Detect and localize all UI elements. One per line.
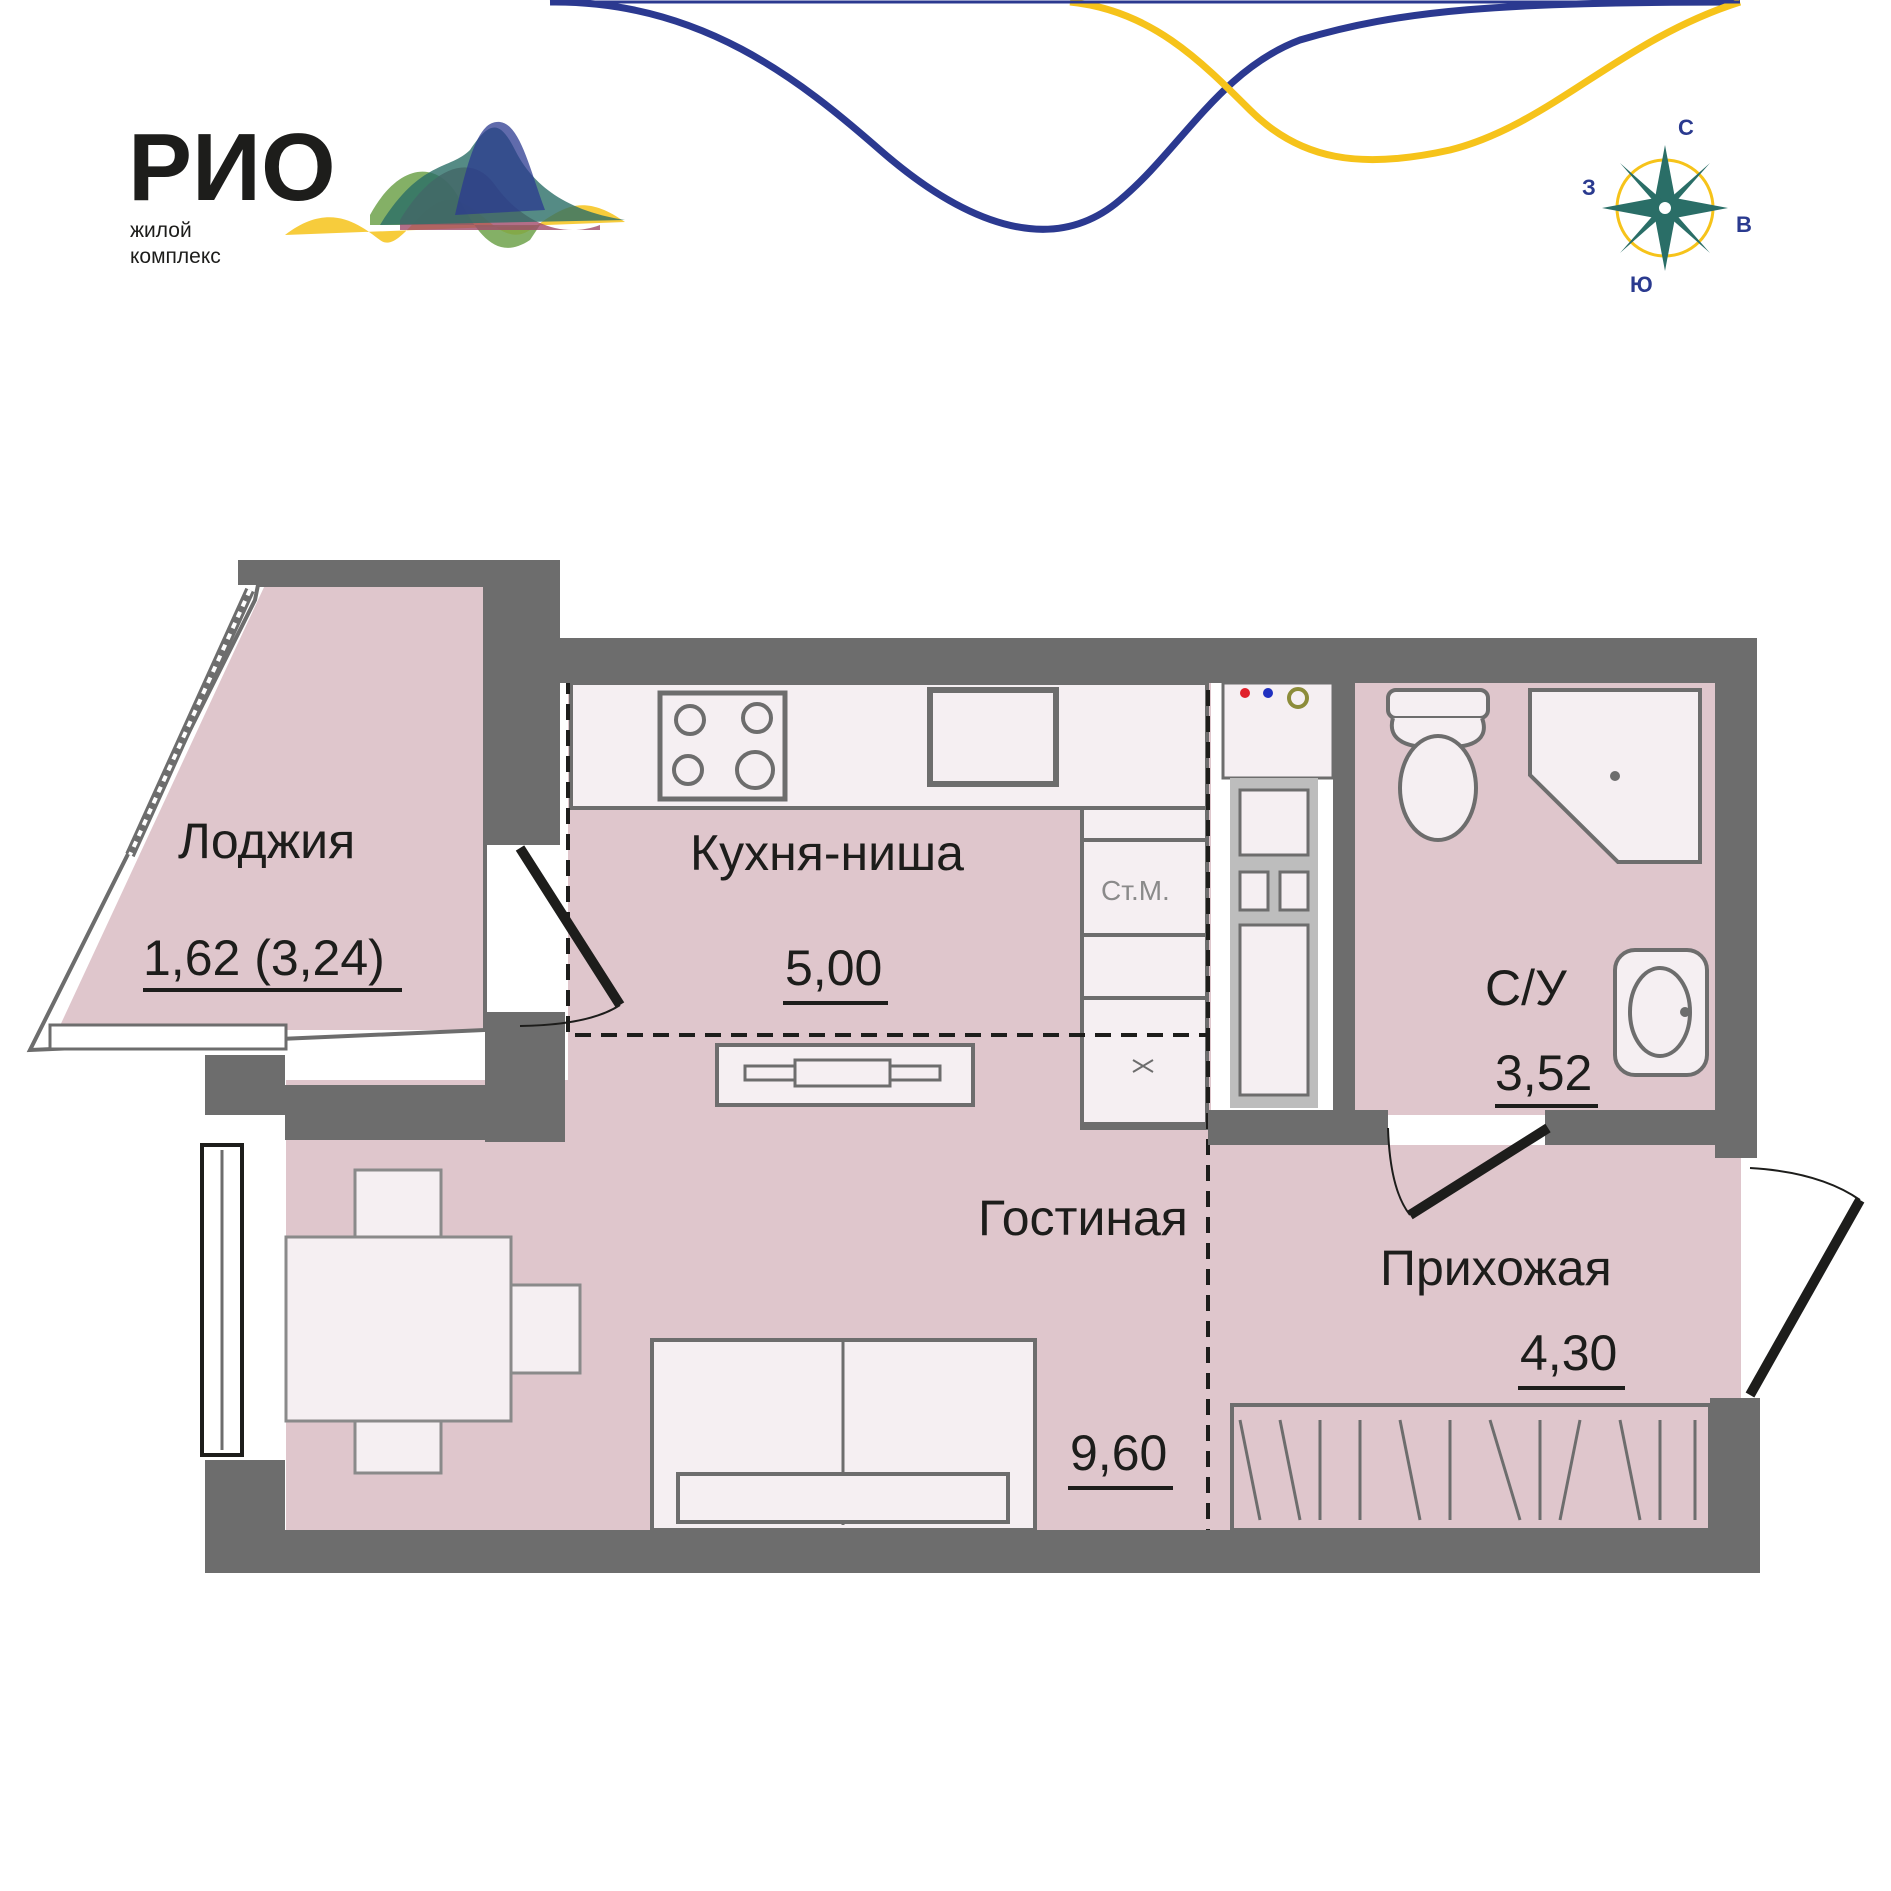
logo-subtitle-line2: комплекс [130, 245, 221, 268]
compass-east-label: В [1736, 212, 1752, 237]
washing-machine [1080, 838, 1209, 937]
toilet-icon [1386, 688, 1490, 842]
compass-west-label: З [1582, 175, 1596, 200]
entrance-door [1745, 1167, 1865, 1398]
hall-label: Прихожая [1380, 1240, 1612, 1296]
loggia-area: 1,62 (3,24) [143, 930, 385, 986]
washbasin-icon [1613, 948, 1709, 1077]
decorative-waves [549, 0, 1742, 233]
kitchen-label: Кухня-ниша [690, 825, 964, 881]
living-area: 9,60 [1070, 1425, 1167, 1481]
kitchen-area: 5,00 [785, 940, 882, 996]
compass-north-label: С [1678, 115, 1694, 140]
loggia-door [515, 845, 625, 1027]
living-label: Гостиная [978, 1190, 1188, 1246]
loggia-parapet [48, 1023, 288, 1051]
compass-south-label: Ю [1630, 272, 1653, 297]
loggia-label: Лоджия [178, 813, 355, 869]
walls [205, 560, 1760, 1573]
washing-machine-label: Ст.М. [1101, 875, 1170, 906]
kitchen-sink-icon [927, 687, 1059, 787]
logo: РИО жилой комплекс [128, 114, 625, 268]
hall-area: 4,30 [1520, 1325, 1617, 1381]
cooktop-icon [657, 690, 788, 802]
logo-subtitle-line1: жилой [130, 219, 192, 242]
living-window [200, 1143, 244, 1457]
compass-rose-icon: С В Ю З [1582, 115, 1752, 297]
sofa [650, 1338, 1037, 1532]
utility-shaft [1221, 681, 1335, 1108]
bathroom-area: 3,52 [1495, 1045, 1592, 1101]
wardrobe [1230, 1403, 1712, 1532]
loggia-window [125, 587, 255, 858]
fridge-icon [1080, 996, 1209, 1126]
logo-waves-icon [285, 121, 625, 248]
dining-table [284, 1168, 582, 1475]
tv-stand [715, 1043, 975, 1107]
floor-plan: Ст.М. [26, 560, 1865, 1573]
loggia-floor [58, 585, 485, 1030]
bathroom-label: С/У [1485, 960, 1567, 1016]
logo-wordmark: РИО [128, 114, 336, 221]
bathroom-door [1387, 1123, 1551, 1220]
shower-icon [1528, 688, 1702, 864]
